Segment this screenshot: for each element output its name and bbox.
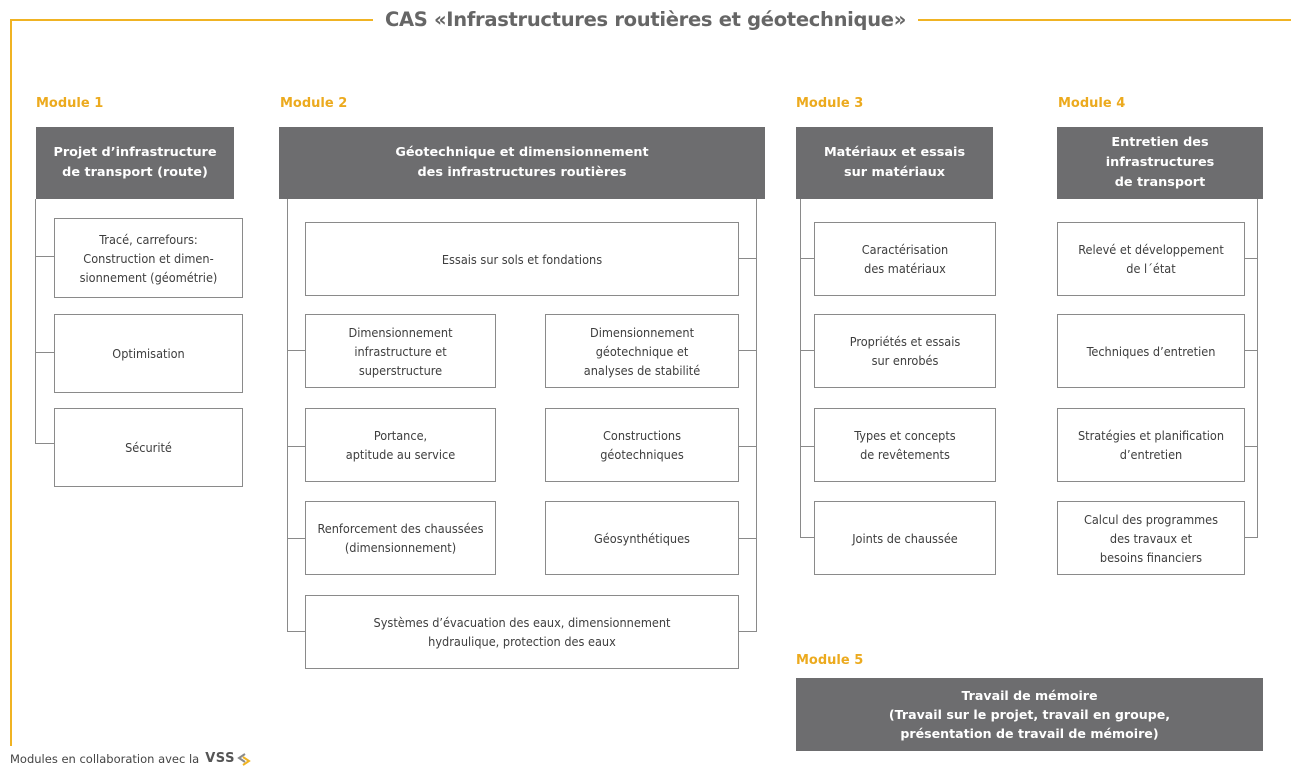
module-2-item-renforcement[interactable]: Renforcement des chaussées (dimensionnem… <box>305 501 496 575</box>
vss-chevron-icon <box>237 752 251 766</box>
module-4-header[interactable]: Entretien des infrastructures de transpo… <box>1057 127 1263 199</box>
module-3-item-proprietes[interactable]: Propriétés et essais sur enrobés <box>814 314 996 388</box>
module-4-item-calcul[interactable]: Calcul des programmes des travaux et bes… <box>1057 501 1245 575</box>
module-2-branch <box>287 446 306 448</box>
module-2-branch <box>738 258 757 260</box>
module-3-item-joints[interactable]: Joints de chaussée <box>814 501 996 575</box>
module-3-item-caracterisation[interactable]: Caractérisation des matériaux <box>814 222 996 296</box>
footer: Modules en collaboration avec la VSS <box>10 751 252 766</box>
module-4-connector <box>1257 199 1259 538</box>
module-3-header[interactable]: Matériaux et essais sur matériaux <box>796 127 993 199</box>
module-2-item-evacuation[interactable]: Systèmes d’évacuation des eaux, dimensio… <box>305 595 739 669</box>
module-4-label: Module 4 <box>1058 96 1126 111</box>
module-1-branch <box>35 443 54 445</box>
module-2-item-dim-infra[interactable]: Dimensionnement infrastructure et supers… <box>305 314 496 388</box>
module-4-item-releve[interactable]: Relevé et développement de l´état <box>1057 222 1245 296</box>
module-2-branch <box>738 350 757 352</box>
module-1-item-securite[interactable]: Sécurité <box>54 408 243 487</box>
module-3-connector <box>800 199 802 538</box>
module-2-item-constructions[interactable]: Constructions géotechniques <box>545 408 739 482</box>
module-4-branch <box>1244 258 1258 260</box>
module-5-label: Module 5 <box>796 653 864 668</box>
module-1-header[interactable]: Projet d’infrastructure de transport (ro… <box>36 127 234 199</box>
module-1-label: Module 1 <box>36 96 104 111</box>
module-2-branch <box>287 538 306 540</box>
module-4-item-strategies[interactable]: Stratégies et planification d’entretien <box>1057 408 1245 482</box>
module-1-branch <box>35 256 54 258</box>
frame-left-line <box>10 19 12 746</box>
footer-text: Modules en collaboration avec la <box>10 751 200 766</box>
module-2-branch <box>738 538 757 540</box>
module-2-branch <box>287 631 306 633</box>
module-1-connector <box>35 199 37 444</box>
module-2-left-connector <box>287 199 289 632</box>
module-2-header[interactable]: Géotechnique et dimensionnement des infr… <box>279 127 765 199</box>
module-2-item-geosynthetiques[interactable]: Géosynthétiques <box>545 501 739 575</box>
module-4-branch <box>1244 537 1258 539</box>
module-2-item-essais-sols[interactable]: Essais sur sols et fondations <box>305 222 739 296</box>
module-2-right-connector <box>756 199 758 632</box>
module-2-label: Module 2 <box>280 96 348 111</box>
module-1-item-optimisation[interactable]: Optimisation <box>54 314 243 393</box>
module-2-branch <box>287 350 306 352</box>
module-1-branch <box>35 352 54 354</box>
module-3-label: Module 3 <box>796 96 864 111</box>
module-5-header[interactable]: Travail de mémoire (Travail sur le proje… <box>796 678 1263 751</box>
module-4-item-techniques[interactable]: Techniques d’entretien <box>1057 314 1245 388</box>
module-4-branch <box>1244 446 1258 448</box>
page-title: CAS «Infrastructures routières et géotec… <box>0 8 1291 31</box>
module-3-branch <box>800 258 814 260</box>
module-2-branch <box>738 446 757 448</box>
module-2-item-portance[interactable]: Portance, aptitude au service <box>305 408 496 482</box>
module-3-branch <box>800 537 814 539</box>
module-3-item-types[interactable]: Types et concepts de revêtements <box>814 408 996 482</box>
vss-logo: VSS <box>205 751 252 766</box>
module-3-branch <box>800 350 814 352</box>
module-3-branch <box>800 446 814 448</box>
vss-logo-text: VSS <box>205 751 235 766</box>
module-4-branch <box>1244 350 1258 352</box>
module-2-branch <box>738 631 757 633</box>
module-2-item-dim-geotech[interactable]: Dimensionnement géotechnique et analyses… <box>545 314 739 388</box>
module-1-item-trace[interactable]: Tracé, carrefours: Construction et dimen… <box>54 218 243 298</box>
